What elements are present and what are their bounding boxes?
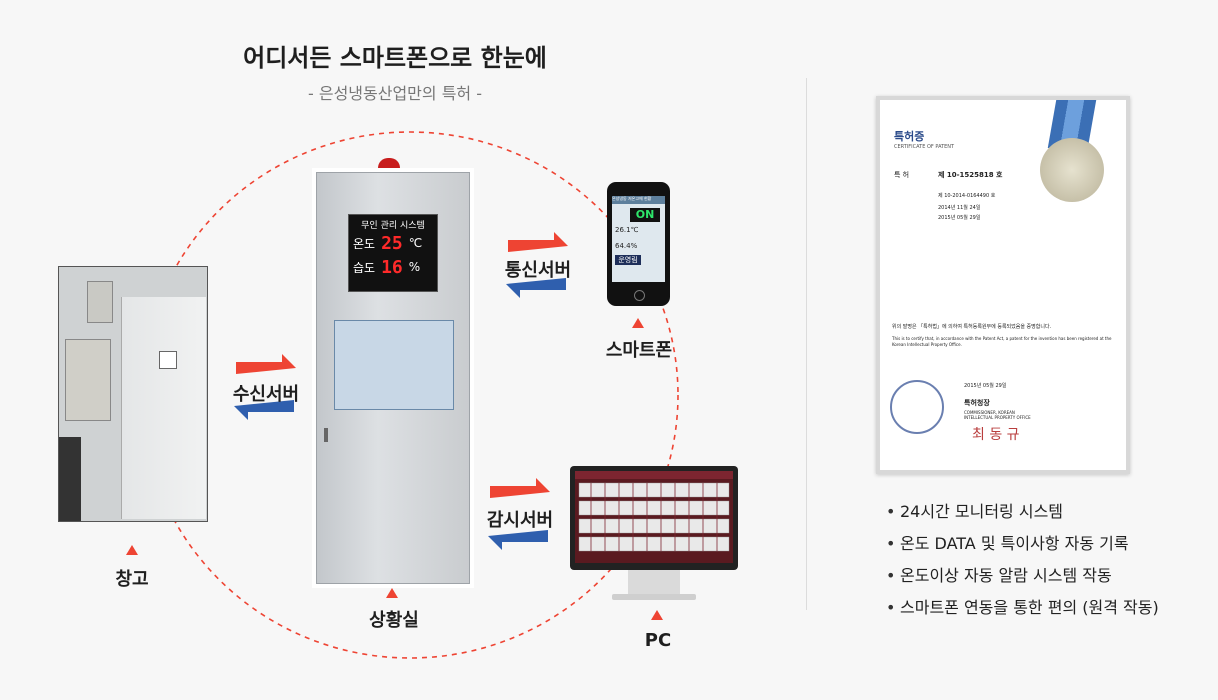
smartphone-label: 스마트폰 [594,336,684,362]
arrow-right-red-icon [490,478,550,498]
monitoring-server-label: 감시서버 [476,506,564,532]
feature-list: 24시간 모니터링 시스템 온도 DATA 및 특이사항 자동 기록 온도이상 … [886,500,1159,628]
communication-server-label: 통신서버 [494,256,582,282]
arrow-right-red-icon [508,232,568,252]
humid-unit: % [409,260,420,274]
cert-title: 특허증 [894,128,924,144]
feature-item: 온도이상 자동 알람 시스템 작동 [886,564,1159,596]
pc-base [612,594,696,600]
warehouse-photo [58,266,208,522]
cabinet-handle-icon [324,428,328,442]
phone-button: 운영림 [615,255,641,265]
cert-subtitle: CERTIFICATE OF PATENT [894,144,954,150]
pc-label: PC [620,630,696,651]
control-room-marker-icon [386,588,398,598]
phone-temp: 26.1℃ [615,226,665,234]
page-subtitle: - 은성냉동산업만의 특허 - [150,80,640,104]
pc-screen [575,471,733,563]
section-divider [806,78,807,610]
smartphone-marker-icon [632,318,644,328]
phone-on-indicator: ON [630,208,660,222]
warehouse-marker-icon [126,545,138,555]
humid-label: 습도 [353,259,375,276]
kipo-emblem-icon [890,380,944,434]
cert-statement-ko: 위의 발명은 「특허법」에 의하여 특허등록원부에 등록되었음을 증명합니다. [892,324,1114,331]
control-room-label: 상황실 [352,606,436,632]
feature-item: 온도 DATA 및 특이사항 자동 기록 [886,532,1159,564]
feature-item: 24시간 모니터링 시스템 [886,500,1159,532]
cert-patent-label: 특 허 [894,170,909,180]
phone-home-button-icon [634,290,645,301]
arrow-left-blue-icon [488,530,548,550]
certificate-seal-icon [1040,138,1104,202]
cabinet-display: 무인 관리 시스템 온도 25 ℃ 습도 16% [348,214,438,292]
receive-server-label: 수신서버 [222,380,310,406]
phone-header: 은성냉동 저온고에 현황 [612,196,665,204]
cert-issuer-en: COMMISSIONER, KOREAN INTELLECTUAL PROPER… [964,410,1044,420]
cert-filing-date: 2014년 11월 24일 [938,204,980,211]
temp-unit: ℃ [409,236,422,250]
cert-issue-date: 2015년 05월 29일 [964,382,1006,389]
page-title: 어디서든 스마트폰으로 한눈에 [150,38,640,73]
pc-stand [628,570,680,596]
pc-marker-icon [651,610,663,620]
warehouse-label: 창고 [100,565,164,591]
cert-signature: 최 동 규 [972,424,1020,444]
temp-label: 온도 [353,235,375,252]
display-title: 무인 관리 시스템 [349,218,437,231]
cert-app-no: 제 10-2014-0164490 호 [938,192,995,199]
cert-issuer: 특허청장 [964,398,990,408]
cabinet-monitor-panel [334,320,454,410]
cert-reg-date: 2015년 05월 29일 [938,214,980,221]
humid-value: 16 [381,257,403,278]
phone-humid: 64.4% [615,242,665,250]
smartphone-screen: 은성냉동 저온고에 현황 ON 26.1℃ 64.4% 운영림 [612,196,665,282]
pc-dashboard-grid [575,471,733,563]
temp-value: 25 [381,233,403,254]
feature-item: 스마트폰 연동을 통한 편의 (원격 작동) [886,596,1159,628]
arrow-right-red-icon [236,354,296,374]
cert-statement-en: This is to certify that, in accordance w… [892,336,1114,348]
cert-patent-no: 제 10-1525818 호 [938,170,1003,180]
